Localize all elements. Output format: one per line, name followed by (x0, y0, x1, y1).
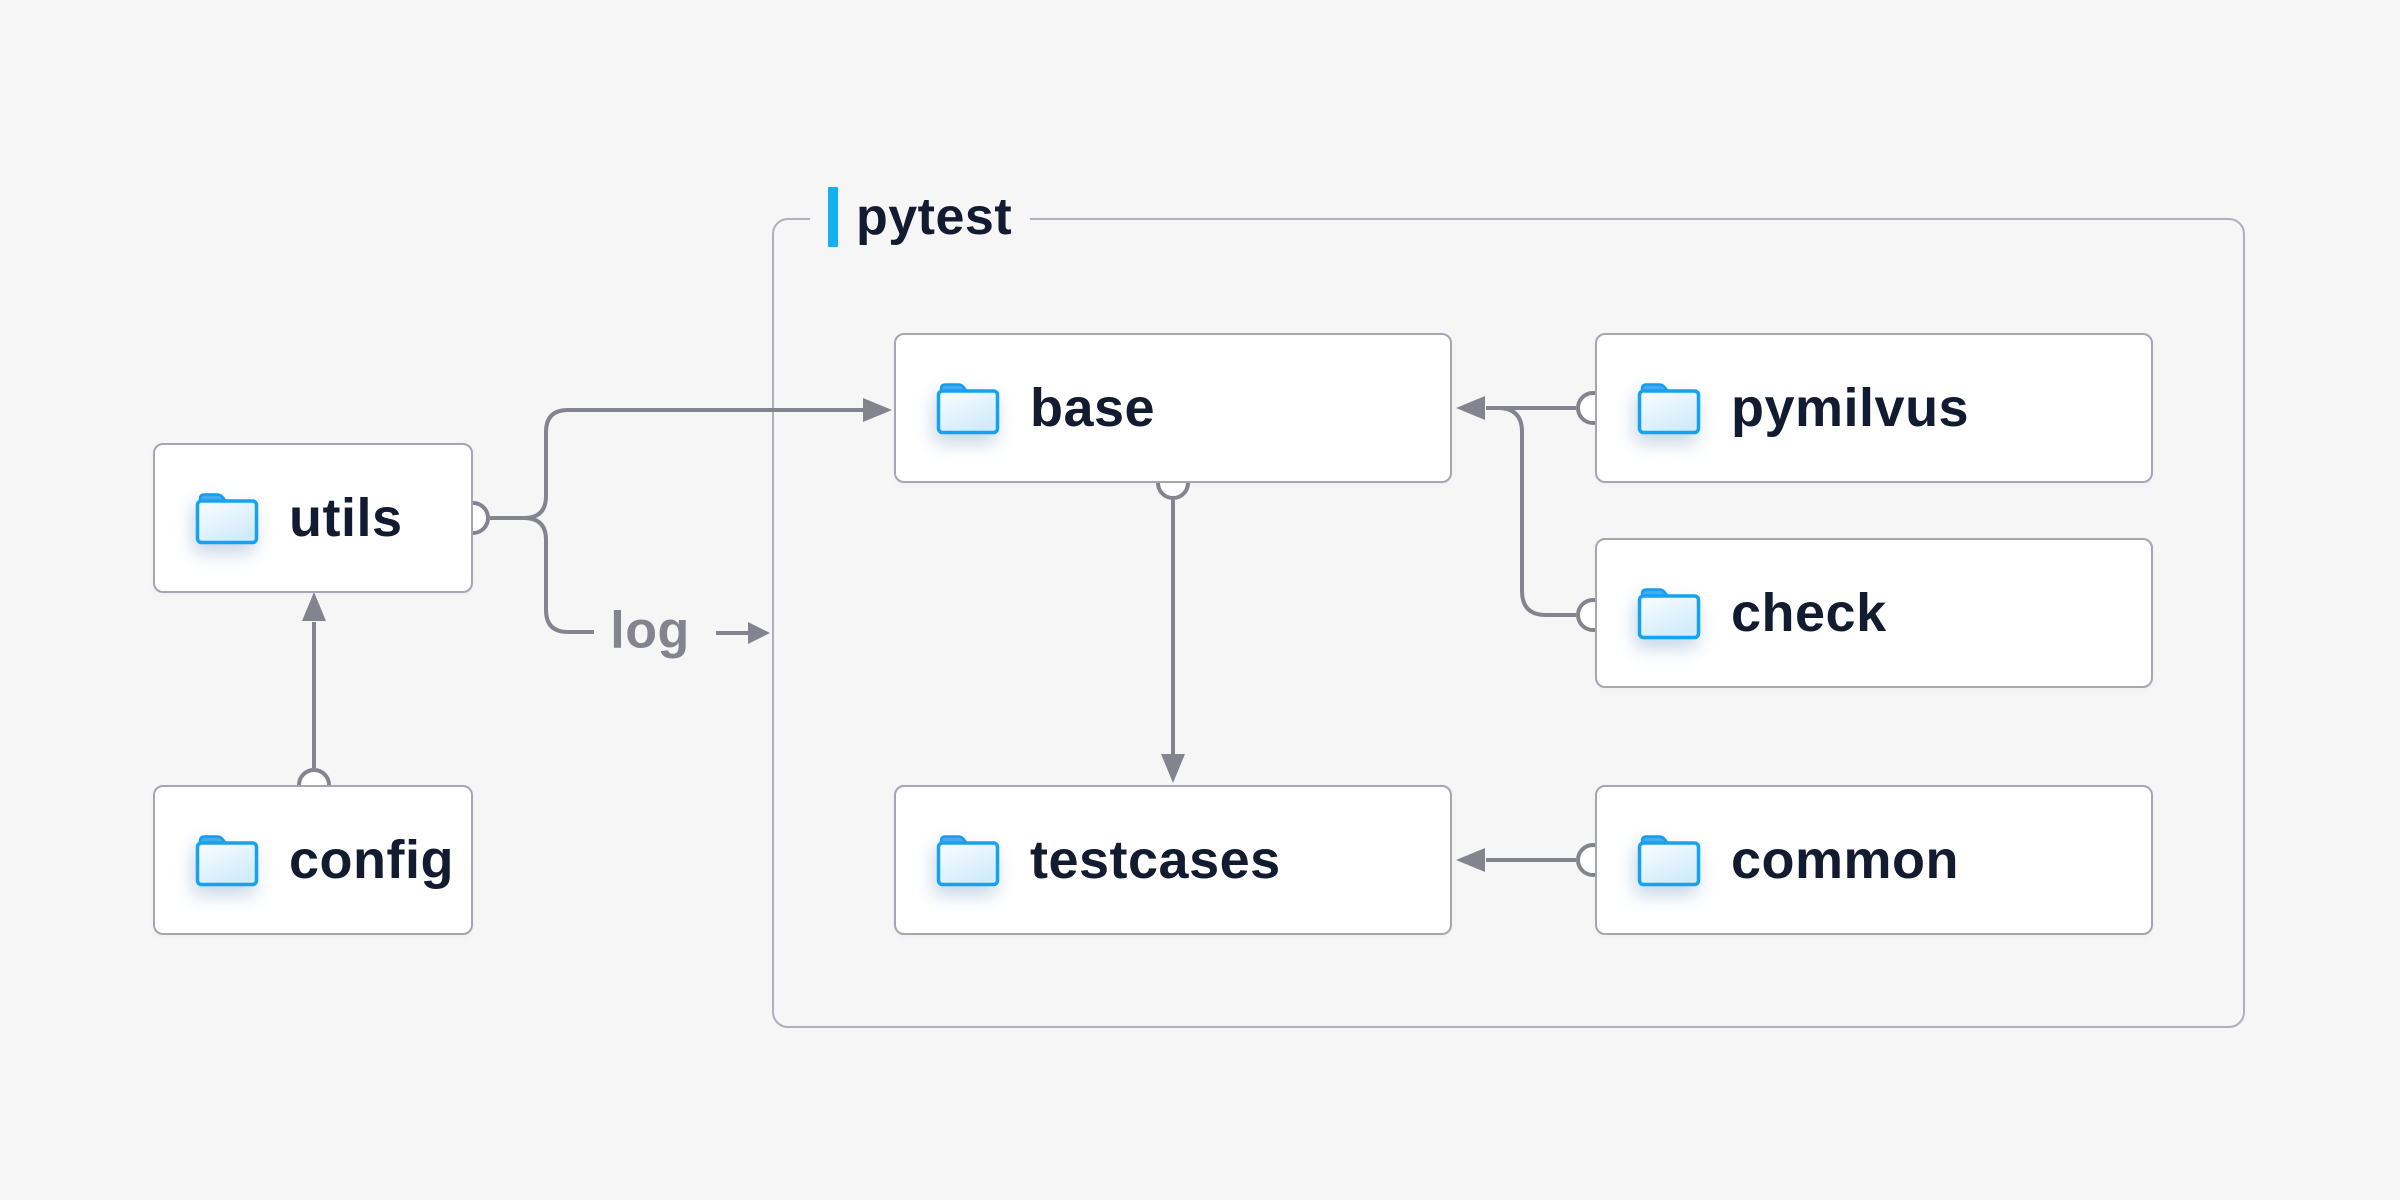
node-pymilvus-label: pymilvus (1731, 378, 1970, 438)
log-label: log (610, 601, 690, 660)
node-check-label: check (1731, 583, 1887, 643)
log-arrowhead (748, 622, 770, 644)
node-check: check (1595, 538, 2153, 688)
pytest-accent-bar (828, 187, 838, 247)
edge-utils-to-base (490, 408, 864, 520)
arrowhead-into-base-left (863, 398, 892, 422)
node-common-label: common (1731, 830, 1960, 890)
folder-icon (1637, 833, 1701, 887)
pytest-label: pytest (810, 185, 1031, 249)
node-utils-label: utils (289, 488, 403, 548)
node-testcases-label: testcases (1030, 830, 1281, 890)
folder-icon (195, 833, 259, 887)
folder-icon (936, 833, 1000, 887)
pytest-container-box (772, 218, 2245, 1028)
arrowhead-into-utils (302, 592, 326, 621)
node-utils: utils (153, 443, 473, 593)
node-base: base (894, 333, 1452, 483)
edge-check-to-base (1486, 406, 1576, 617)
folder-icon (195, 491, 259, 545)
folder-icon (1637, 381, 1701, 435)
folder-icon (936, 381, 1000, 435)
node-pymilvus: pymilvus (1595, 333, 2153, 483)
node-config-label: config (289, 830, 454, 890)
node-testcases: testcases (894, 785, 1452, 935)
node-common: common (1595, 785, 2153, 935)
pytest-label-text: pytest (856, 188, 1013, 246)
arrowhead-into-base-right (1456, 396, 1485, 420)
arrowhead-into-testcases-top (1161, 754, 1185, 783)
edge-utils-to-log (490, 516, 594, 634)
arrowhead-into-testcases-right (1456, 848, 1485, 872)
folder-icon (1637, 586, 1701, 640)
node-config: config (153, 785, 473, 935)
node-base-label: base (1030, 378, 1156, 438)
